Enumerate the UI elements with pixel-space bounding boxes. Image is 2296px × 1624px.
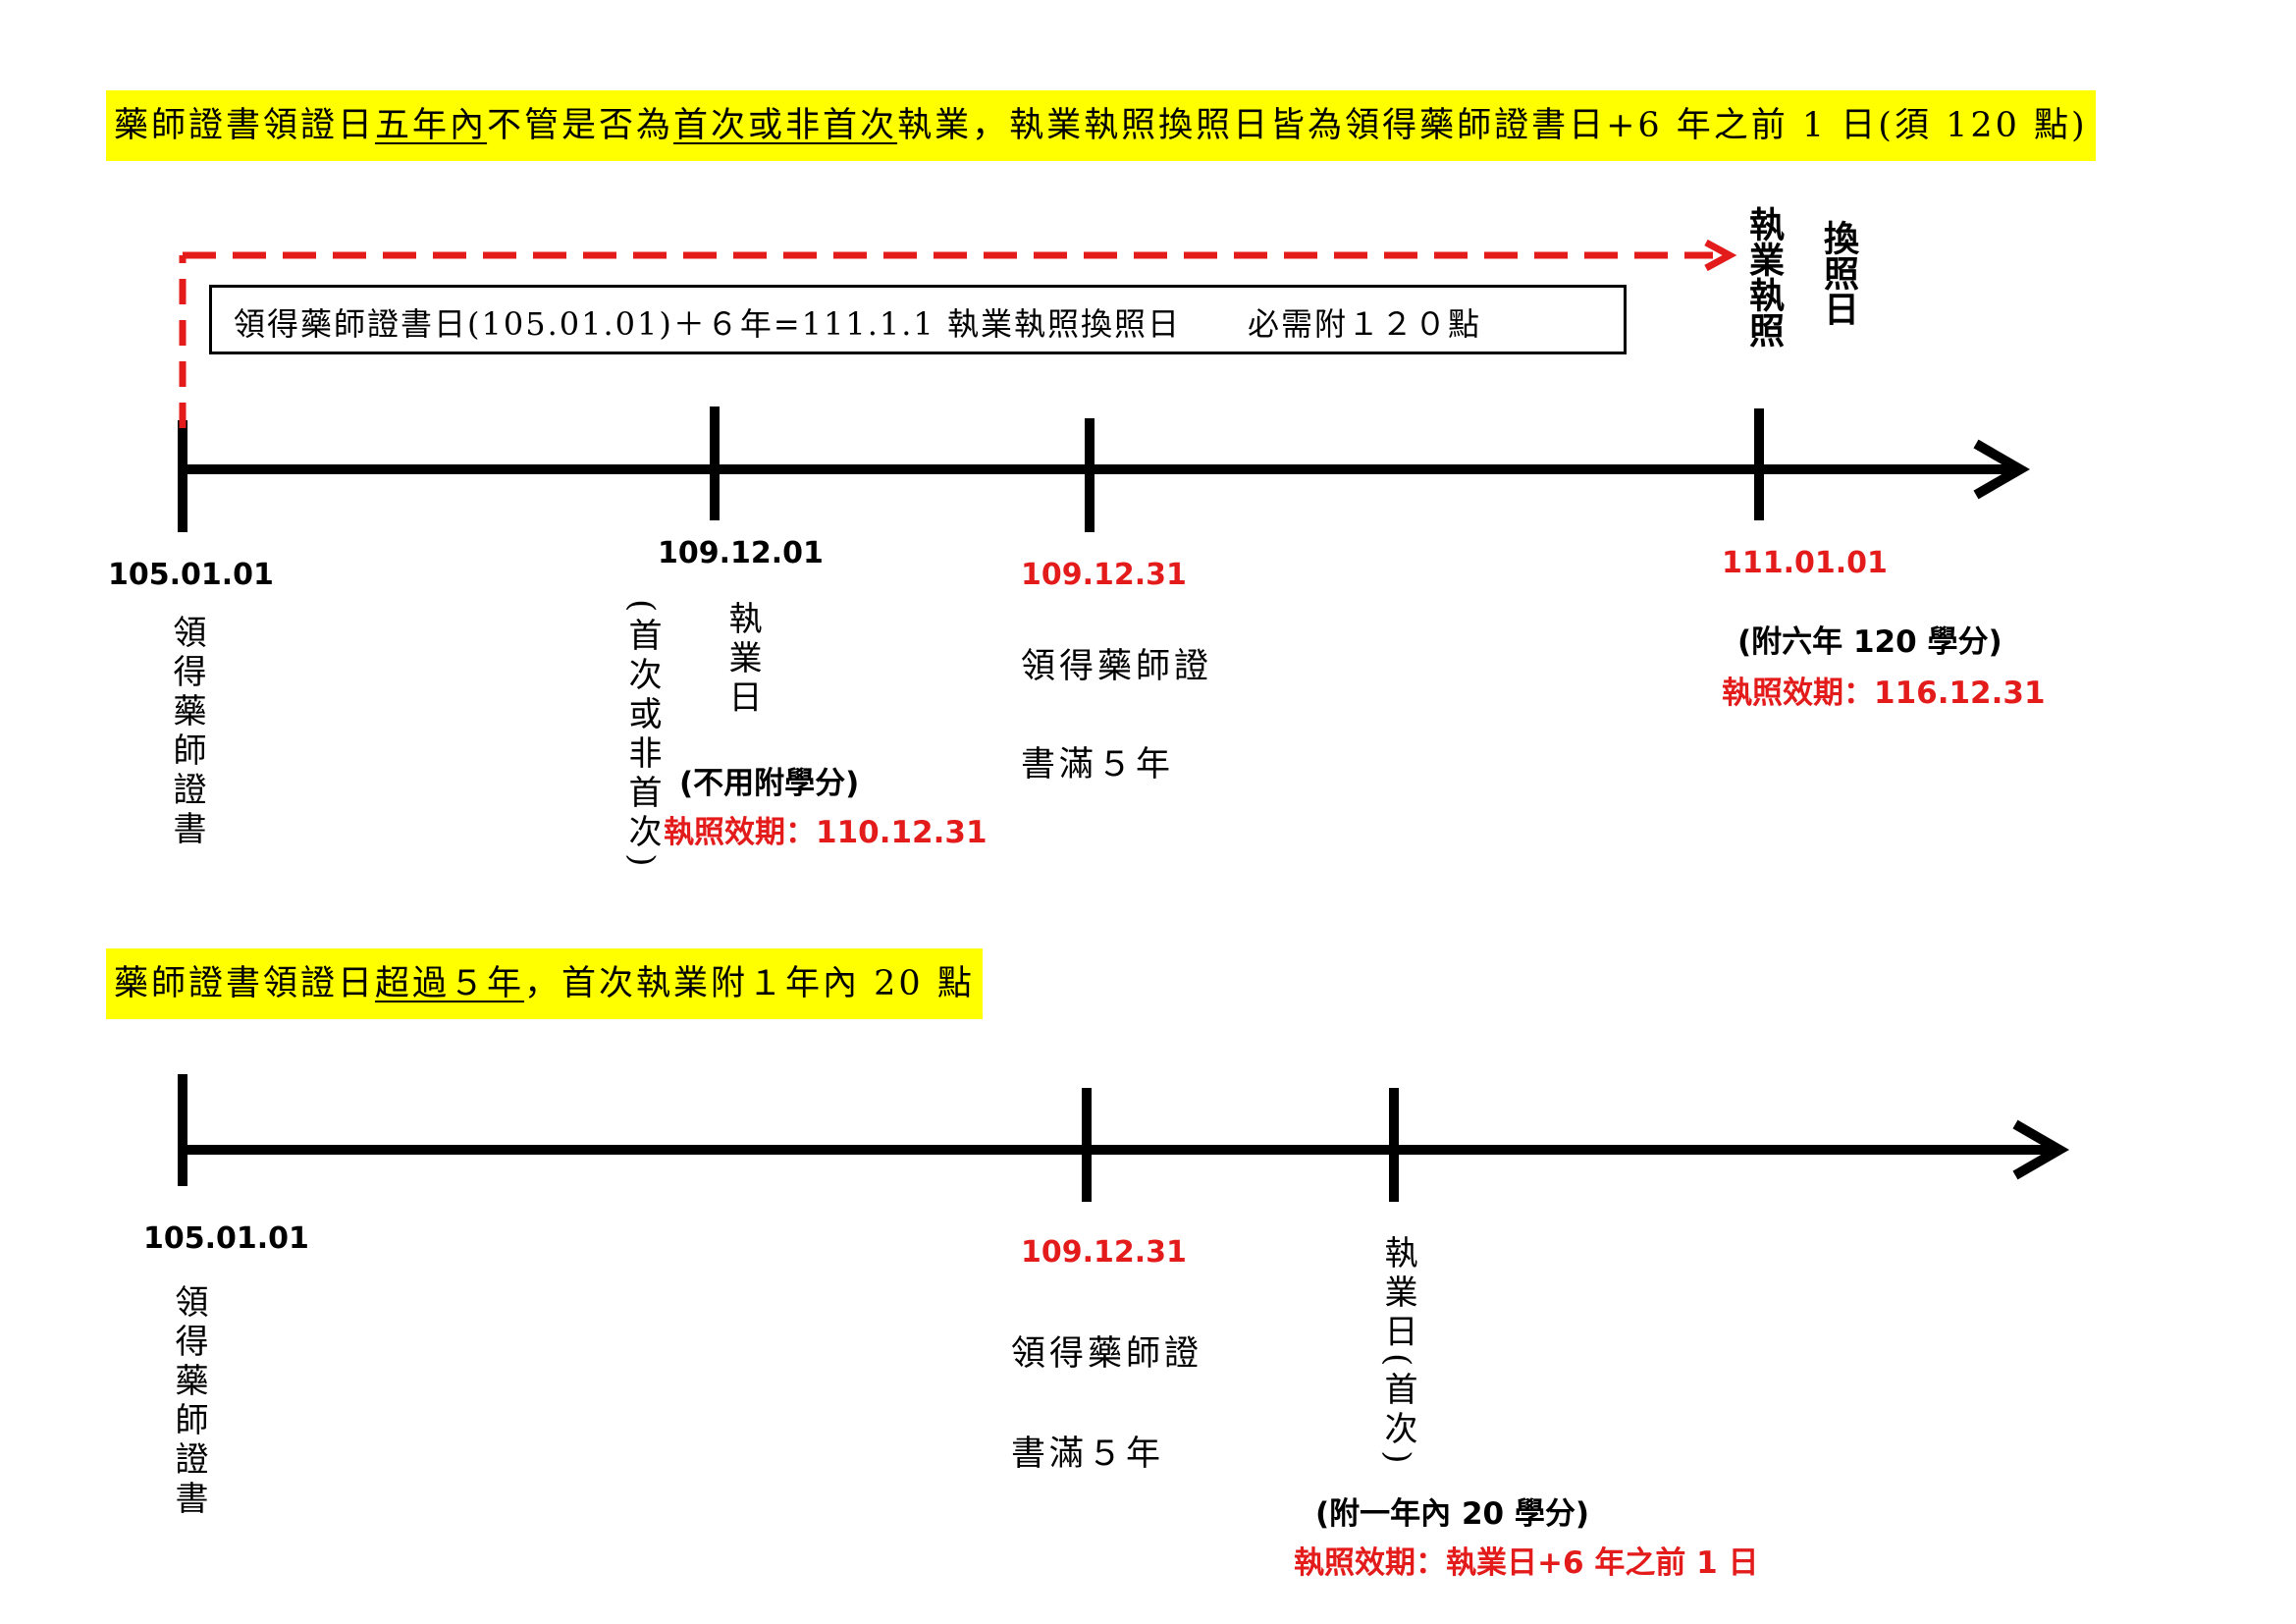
banner-underline-over-five-years: 超過５年 — [375, 964, 525, 1003]
renewal-formula-text: 領得藥師證書日(105.01.01)＋６年=111.1.1 執業執照換照日 必需… — [234, 305, 1481, 343]
label-first-practice-day: 執業日(首次) — [1378, 1235, 1417, 1470]
note-one-year-credits: (附一年內 20 學分) — [1315, 1496, 1590, 1532]
timeline-1-arrowhead — [1973, 439, 2030, 500]
date-111-01-01: 111.01.01 — [1722, 546, 1888, 580]
timeline-2-arrowhead — [2012, 1119, 2069, 1180]
note-six-year-credits: (附六年 120 學分) — [1737, 624, 2002, 660]
section-2-banner: 藥師證書領證日超過５年，首次執業附１年內 20 點 — [106, 948, 983, 1019]
note-no-credits: (不用附學分) — [679, 766, 860, 801]
validity-110-12-31: 執照效期：110.12.31 — [664, 815, 988, 850]
label-first-or-not: (首次或非首次) — [622, 599, 662, 873]
banner-underline-first-or-not: 首次或非首次 — [673, 106, 898, 145]
validity-116-12-31: 執照效期：116.12.31 — [1722, 676, 2046, 711]
label-five-years-b-section-2: 書滿５年 — [1011, 1435, 1165, 1474]
label-five-years-a: 領得藥師證 — [1021, 647, 1213, 686]
section-1-banner: 藥師證書領證日五年內不管是否為首次或非首次執業，執業執照換照日皆為領得藥師證書日… — [106, 90, 2096, 161]
date-109-12-31: 109.12.31 — [1021, 558, 1187, 592]
renewal-formula-box: 領得藥師證書日(105.01.01)＋６年=111.1.1 執業執照換照日 必需… — [209, 285, 1627, 354]
label-license-renewal-a: 執業執照 — [1743, 206, 1784, 348]
label-receive-certificate: 領得藥師證書 — [167, 615, 206, 850]
label-five-years-a-section-2: 領得藥師證 — [1011, 1334, 1203, 1374]
banner-underline-five-years: 五年內 — [375, 106, 488, 145]
label-license-renewal-b: 換照日 — [1818, 220, 1858, 326]
validity-practice-plus-six: 執照效期：執業日+6 年之前 1 日 — [1294, 1545, 1759, 1581]
label-receive-certificate-section-2: 領得藥師證書 — [169, 1284, 208, 1520]
label-practice-day: 執業日 — [722, 601, 762, 719]
dashed-arrowhead — [1704, 239, 1737, 272]
date-109-12-31-section-2: 109.12.31 — [1021, 1235, 1187, 1270]
date-109-12-01: 109.12.01 — [658, 536, 824, 570]
date-105-01-01-section-2: 105.01.01 — [143, 1221, 309, 1256]
date-105-01-01: 105.01.01 — [108, 558, 274, 592]
label-five-years-b: 書滿５年 — [1021, 745, 1175, 785]
